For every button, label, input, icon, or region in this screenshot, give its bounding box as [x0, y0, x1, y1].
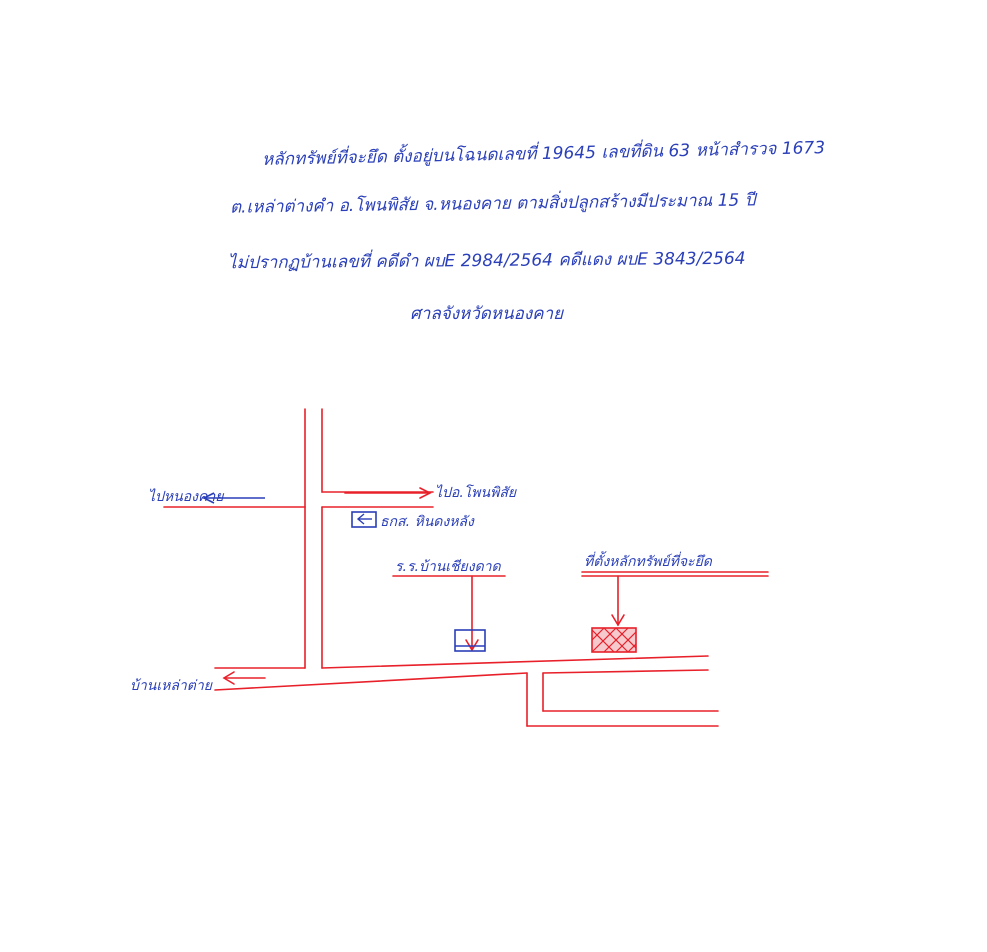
- arrow-to-village-head: [222, 671, 235, 685]
- road-main-upper-east: [321, 655, 709, 669]
- road-main-lower-east: [542, 669, 709, 674]
- arrow-to-nongkhai-head: [202, 492, 215, 504]
- road-main-lower: [214, 672, 528, 691]
- bank-box-icon: [351, 511, 377, 528]
- arrow-to-phonphisai-head: [419, 487, 432, 499]
- label-school: ร.ร.บ้านเชียงดาด: [395, 559, 501, 575]
- note-line-4: ศาลจังหวัดหนองคาย: [410, 304, 564, 324]
- label-to-phonphisai: ไปอ.โพนพิสัย: [435, 485, 517, 501]
- school-box-icon: [454, 629, 486, 652]
- hatched-property-icon: [591, 627, 637, 653]
- label-seized-site: ที่ตั้งหลักทรัพย์ที่จะยึด: [584, 554, 712, 570]
- label-to-nongkhai: ไปหนองคาย: [148, 489, 224, 505]
- label-bank: ธกส. หินดงหลัง: [380, 514, 474, 530]
- site-pointer-arrowhead: [611, 614, 625, 627]
- label-village: บ้านเหล่าต่าย: [130, 678, 212, 694]
- school-pointer-arrowhead: [465, 639, 479, 652]
